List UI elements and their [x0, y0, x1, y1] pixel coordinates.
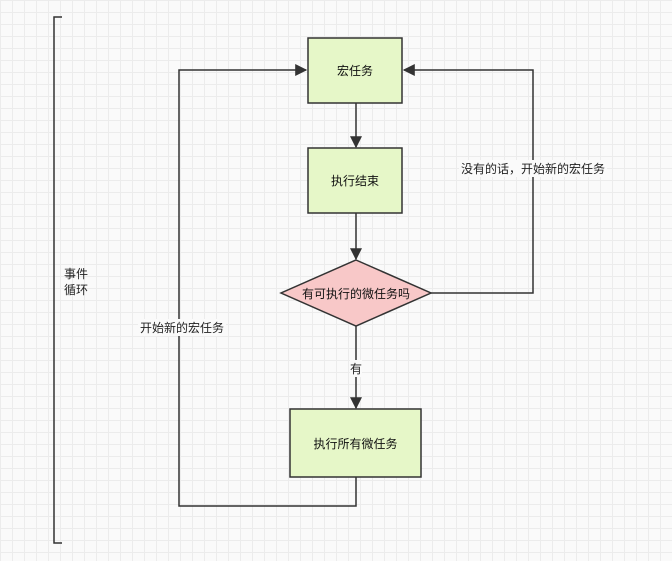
event-loop-bracket: [53, 16, 62, 544]
event-loop-label-line2: 循环: [64, 283, 89, 297]
exec-end-box: [307, 147, 403, 214]
no-branch-label: 没有的话，开始新的宏任务: [459, 160, 608, 177]
exec-end-label: 执行结束: [330, 174, 379, 188]
decision-label: 有可执行的微任务吗: [301, 286, 410, 301]
macro-task-label: 宏任务: [336, 64, 373, 78]
macro-task-box: [307, 37, 403, 104]
event-loop-label-line1: 事件: [64, 267, 89, 281]
yes-label: 有: [350, 360, 363, 377]
left-loop-label: 开始新的宏任务: [138, 319, 227, 336]
arrow-left-loop: [178, 64, 357, 507]
exec-micro-label: 执行所有微任务: [313, 436, 398, 451]
arrow-no-branch: [402, 64, 534, 294]
